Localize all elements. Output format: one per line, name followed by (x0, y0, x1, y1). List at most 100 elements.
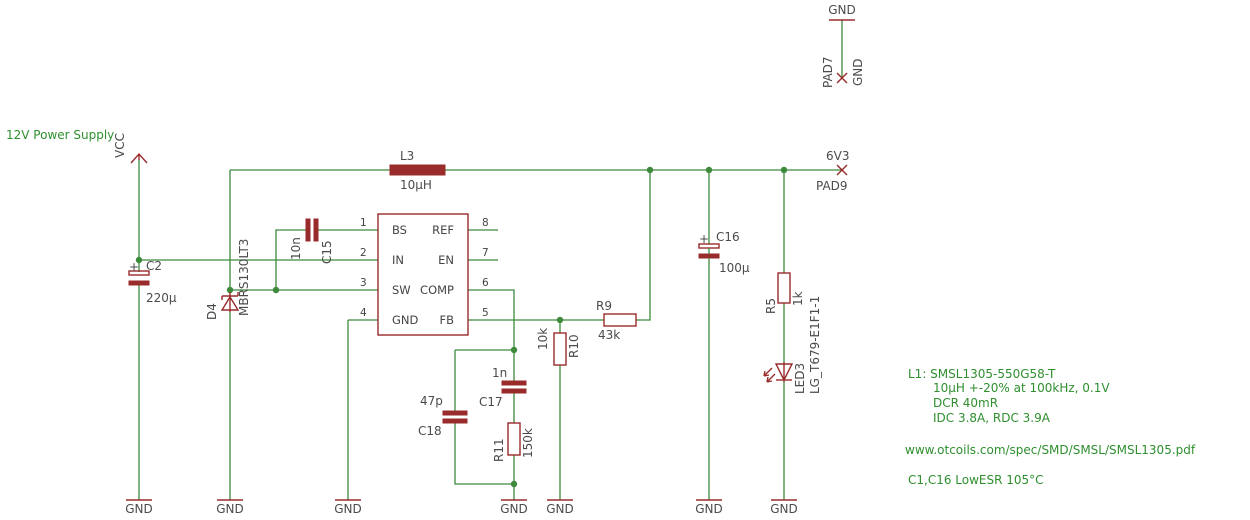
r11-name: R11 (492, 438, 506, 462)
gnd-symbol: GND (216, 499, 244, 516)
gnd-label: GND (770, 502, 798, 516)
ic-pin-3: 3 SW (360, 277, 411, 297)
c18-name: C18 (418, 424, 442, 438)
ic-pin-6: 6 COMP (420, 277, 489, 297)
gnd-label: GND (500, 502, 528, 516)
pad7-net: GND (851, 58, 865, 86)
wire-bs (275, 229, 378, 290)
out-pad-label: PAD9 (816, 179, 848, 193)
c2-name: C2 (146, 259, 162, 273)
ic-regulator: 1 BS 2 IN 3 SW 4 GND 8 REF 7 EN 6 COMP 5 (360, 213, 489, 336)
gnd-symbol: GND (500, 499, 528, 516)
junction-fb-rail (646, 166, 654, 174)
c2-plus: + (129, 260, 139, 274)
gnd-symbol: GND (546, 499, 574, 516)
pad7-gnd-label: GND (828, 3, 856, 17)
c18-value: 47p (420, 394, 443, 408)
note-l1-line3: DCR 40mR (933, 396, 998, 410)
junction-r11-c18 (510, 480, 518, 488)
ic-pin-7: 7 EN (438, 247, 489, 267)
note-l1-line4: IDC 3.8A, RDC 3.9A (933, 411, 1051, 425)
c16-value: 100µ (719, 261, 750, 275)
r5-name: R5 (764, 298, 778, 314)
resistor-r10: 10k R10 (536, 328, 581, 366)
svg-text:3: 3 (360, 277, 367, 289)
note-l1-line1: L1: SMSL1305-550G58-T (908, 367, 1056, 381)
l3-value: 10µH (400, 178, 432, 192)
ic-pin-5: 5 FB (439, 307, 488, 327)
resistor-r5: R5 1k (764, 272, 805, 314)
svg-text:GND: GND (392, 313, 419, 327)
led3-name: LED3 (793, 363, 807, 394)
gnd-symbol-pad7: GND (828, 3, 856, 21)
capacitor-c2: + C2 220µ (128, 259, 177, 305)
resistor-r11: R11 150k (492, 422, 535, 462)
d4-name: D4 (205, 303, 219, 320)
c15-value: 10n (289, 237, 303, 260)
vcc-label: VCC (113, 133, 127, 158)
note-caps: C1,C16 LowESR 105°C (908, 473, 1044, 487)
pad9-output: 6V3 PAD9 (816, 149, 849, 193)
gnd-symbol: GND (125, 499, 153, 516)
note-url: www.otcoils.com/spec/SMD/SMSL/SMSL1305.p… (905, 443, 1196, 457)
capacitor-c17: 1n C17 (479, 366, 527, 409)
c16-plus: + (699, 232, 709, 246)
c17-name: C17 (479, 395, 503, 409)
pad7: PAD7 GND (821, 56, 865, 88)
led-led3: LED3 LG_T679-E1F1-1 (763, 296, 822, 394)
resistor-r9: R9 43k (596, 299, 637, 342)
svg-text:IN: IN (392, 253, 404, 267)
gnd-label: GND (334, 502, 362, 516)
gnd-label: GND (695, 502, 723, 516)
svg-text:1: 1 (360, 217, 367, 229)
gnd-label: GND (216, 502, 244, 516)
capacitor-c15: 10n C15 (289, 218, 334, 264)
r10-name: R10 (567, 334, 581, 358)
c2-value: 220µ (146, 291, 177, 305)
inductor-l3: L3 10µH (389, 149, 446, 192)
c16-name: C16 (716, 230, 740, 244)
svg-text:4: 4 (360, 307, 367, 319)
svg-text:7: 7 (482, 247, 489, 259)
led3-value: LG_T679-E1F1-1 (808, 296, 822, 394)
wire-c18-top (454, 349, 514, 485)
ic-pin-4: 4 GND (360, 307, 419, 327)
diode-d4: D4 MBRS130LT3 (205, 239, 251, 320)
junction-led (780, 166, 788, 174)
junction-c16 (705, 166, 713, 174)
vcc-symbol: VCC (113, 133, 148, 164)
pad7-name: PAD7 (821, 56, 835, 88)
r5-value: 1k (791, 291, 805, 306)
svg-text:2: 2 (360, 247, 367, 259)
note-l1-line2: 10µH +-20% at 100kHz, 0.1V (933, 381, 1110, 395)
svg-text:6: 6 (482, 277, 489, 289)
svg-text:SW: SW (392, 283, 411, 297)
out-net-label: 6V3 (826, 149, 849, 163)
junction-sw (272, 286, 280, 294)
d4-value: MBRS130LT3 (237, 239, 251, 316)
wire-ic-gnd (347, 319, 378, 500)
ic-pin-8: 8 REF (432, 217, 489, 237)
gnd-symbol: GND (695, 499, 723, 516)
r11-value: 150k (521, 428, 535, 458)
gnd-label: GND (546, 502, 574, 516)
gnd-label: GND (125, 502, 153, 516)
wire-fb (468, 170, 651, 321)
svg-text:COMP: COMP (420, 283, 454, 297)
ic-pin-1: 1 BS (360, 217, 407, 237)
wires (138, 20, 843, 500)
junction-comp-c18 (510, 346, 518, 354)
c17-value: 1n (492, 366, 507, 380)
svg-text:5: 5 (482, 307, 489, 319)
svg-text:BS: BS (392, 223, 407, 237)
junction-fb-r10 (556, 316, 564, 324)
schematic-title: 12V Power Supply (6, 128, 114, 142)
gnd-symbol: GND (334, 499, 362, 516)
notes-block: L1: SMSL1305-550G58-T 10µH +-20% at 100k… (905, 367, 1196, 487)
svg-text:FB: FB (439, 313, 454, 327)
junctions (135, 166, 788, 488)
ground-symbols: GND GND GND GND GND GND GND GND (125, 3, 856, 516)
junction-d4 (226, 286, 234, 294)
svg-text:REF: REF (432, 223, 454, 237)
